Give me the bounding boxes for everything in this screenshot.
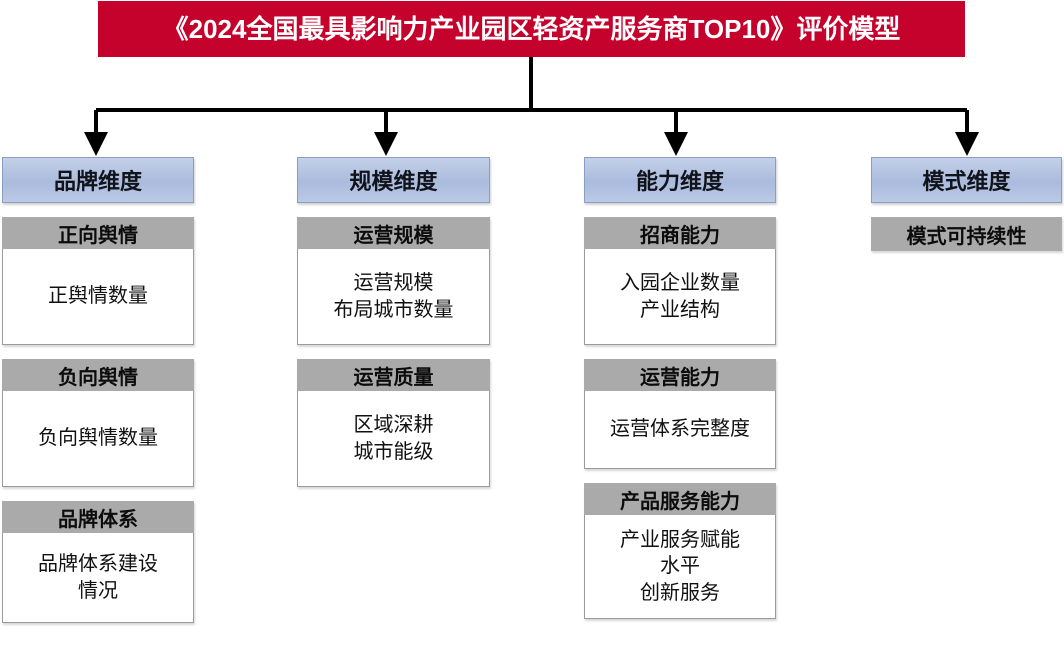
category-item: 布局城市数量 xyxy=(333,298,454,321)
category-body: 正舆情数量 xyxy=(2,249,194,345)
category-header-label: 运营规模 xyxy=(353,224,434,247)
category-item: 负向舆情数量 xyxy=(38,427,158,450)
category-item: 创新服务 xyxy=(640,581,720,604)
category-item: 产业结构 xyxy=(640,298,720,321)
category-body: 区域深耕 城市能级 xyxy=(297,391,490,487)
category-header: 正向舆情 xyxy=(2,217,194,249)
arrowhead-4 xyxy=(955,132,979,156)
category-header: 运营质量 xyxy=(297,359,490,391)
category-header-label: 品牌体系 xyxy=(58,508,138,531)
category-item: 品牌体系建设 xyxy=(38,553,158,576)
category-body: 入园企业数量 产业结构 xyxy=(584,249,776,345)
arrowhead-3 xyxy=(664,132,688,156)
category-header: 负向舆情 xyxy=(2,359,194,391)
dimension-header-label: 能力维度 xyxy=(635,169,724,194)
category-item: 水平 xyxy=(660,555,700,578)
dimension-column-brand: 品牌维度 正向舆情 正舆情数量 负向舆情 负向舆情数量 品牌体系 品牌体系建设 xyxy=(2,157,194,623)
category-header: 运营规模 xyxy=(297,217,490,249)
category-card-operation-capability[interactable]: 运营能力 运营体系完整度 xyxy=(584,359,776,469)
category-header-label: 产品服务能力 xyxy=(620,490,740,513)
category-body: 产业服务赋能 水平 创新服务 xyxy=(584,515,776,619)
category-card-positive-sentiment[interactable]: 正向舆情 正舆情数量 xyxy=(2,217,194,345)
category-header: 产品服务能力 xyxy=(584,483,776,515)
dimension-header-scale[interactable]: 规模维度 xyxy=(297,157,490,203)
dimension-header-label: 模式维度 xyxy=(922,169,1011,194)
category-card-negative-sentiment[interactable]: 负向舆情 负向舆情数量 xyxy=(2,359,194,487)
dimension-header-capability[interactable]: 能力维度 xyxy=(584,157,776,203)
dimension-column-model: 模式维度 模式可持续性 xyxy=(871,157,1062,251)
category-item: 运营规模 xyxy=(353,272,434,295)
diagram-title-banner: 《2024全国最具影响力产业园区轻资产服务商TOP10》评价模型 xyxy=(98,1,965,57)
dimension-header-brand[interactable]: 品牌维度 xyxy=(2,157,194,203)
category-item: 正舆情数量 xyxy=(48,285,148,308)
category-header-label: 负向舆情 xyxy=(58,366,138,389)
dimension-header-label: 规模维度 xyxy=(349,169,438,194)
category-card-product-service-capability[interactable]: 产品服务能力 产业服务赋能 水平 创新服务 xyxy=(584,483,776,619)
category-item: 情况 xyxy=(78,579,118,602)
category-body: 运营体系完整度 xyxy=(584,391,776,469)
category-body: 运营规模 布局城市数量 xyxy=(297,249,490,345)
category-card-investment-attraction[interactable]: 招商能力 入园企业数量 产业结构 xyxy=(584,217,776,345)
category-header: 招商能力 xyxy=(584,217,776,249)
arrowhead-1 xyxy=(84,132,108,156)
dimension-header-model[interactable]: 模式维度 xyxy=(871,157,1062,203)
category-header-label: 正向舆情 xyxy=(58,224,138,247)
category-body: 品牌体系建设 情况 xyxy=(2,533,194,623)
category-card-operation-scale[interactable]: 运营规模 运营规模 布局城市数量 xyxy=(297,217,490,345)
category-card-model-sustainability[interactable]: 模式可持续性 xyxy=(871,217,1062,251)
category-card-brand-system[interactable]: 品牌体系 品牌体系建设 情况 xyxy=(2,501,194,623)
category-item: 入园企业数量 xyxy=(620,272,740,295)
category-item: 产业服务赋能 xyxy=(620,528,740,551)
category-body: 负向舆情数量 xyxy=(2,391,194,487)
diagram-title-text: 《2024全国最具影响力产业园区轻资产服务商TOP10》评价模型 xyxy=(162,14,901,44)
category-card-operation-quality[interactable]: 运营质量 区域深耕 城市能级 xyxy=(297,359,490,487)
arrowhead-2 xyxy=(374,132,398,156)
category-header-label: 招商能力 xyxy=(640,224,720,247)
category-item: 运营体系完整度 xyxy=(610,418,750,441)
dimension-column-scale: 规模维度 运营规模 运营规模 布局城市数量 运营质量 区域深耕 城市能级 xyxy=(297,157,490,487)
dimension-column-capability: 能力维度 招商能力 入园企业数量 产业结构 运营能力 运营体系完整度 产品服务能… xyxy=(584,157,776,619)
category-header: 运营能力 xyxy=(584,359,776,391)
category-item: 区域深耕 xyxy=(353,414,434,437)
category-header-label: 运营质量 xyxy=(353,366,434,389)
category-header-label: 模式可持续性 xyxy=(906,225,1027,248)
category-header: 品牌体系 xyxy=(2,501,194,533)
dimension-header-label: 品牌维度 xyxy=(53,169,142,194)
category-item: 城市能级 xyxy=(353,440,434,463)
category-header-label: 运营能力 xyxy=(640,366,720,389)
